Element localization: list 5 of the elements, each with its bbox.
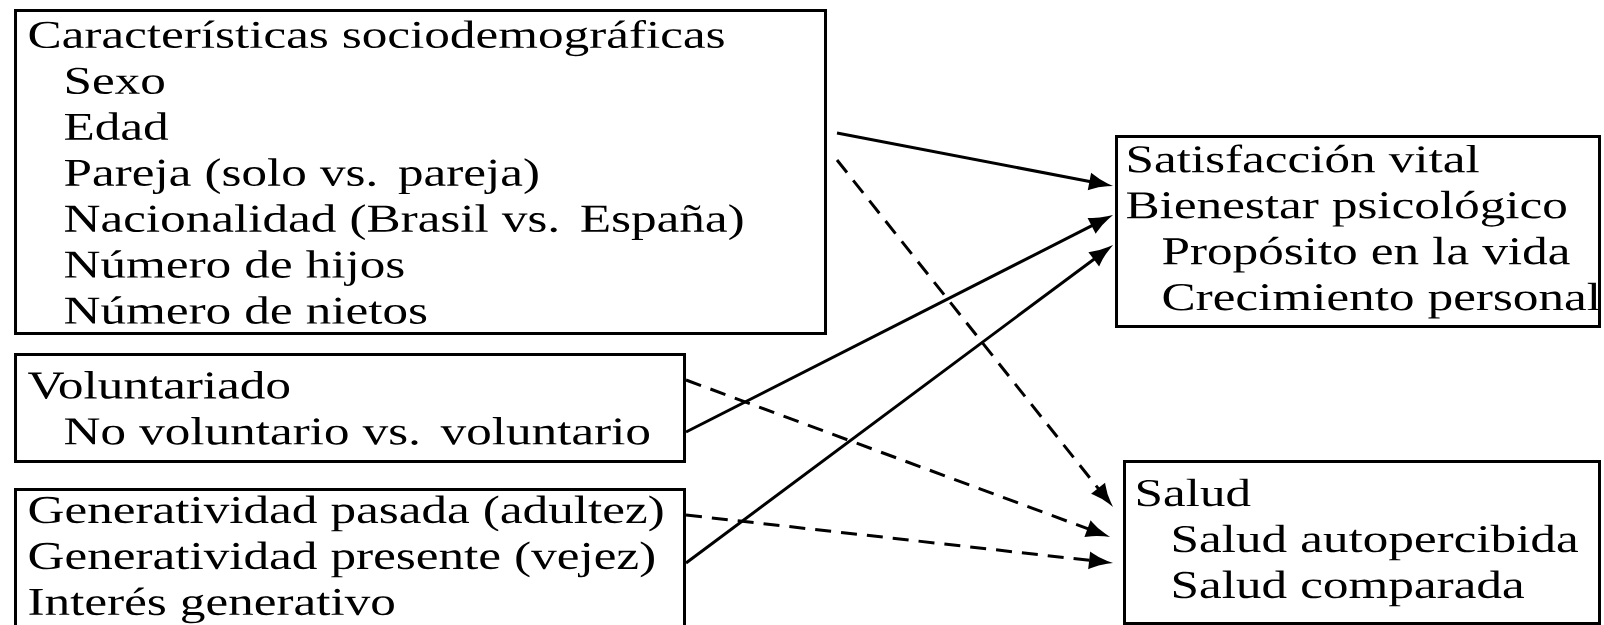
variable-box: Satisfacción vital Bienestar psicológico Propósito en la vida Crecimiento personal [1115,135,1601,328]
variable-box: Voluntariado No voluntario vs. voluntario [14,353,686,463]
variable-box: Características sociodemográficas Sexo Edad Pareja (solo vs. pareja) Nacionalidad (Brasil vs. España) Número de hijos Número de nietos [14,9,827,335]
variable-box: Generatividad pasada (adultez) Generatividad presente (vejez) Interés generativo [14,488,686,625]
variable-box: Salud Salud autopercibida Salud comparada [1123,460,1601,625]
